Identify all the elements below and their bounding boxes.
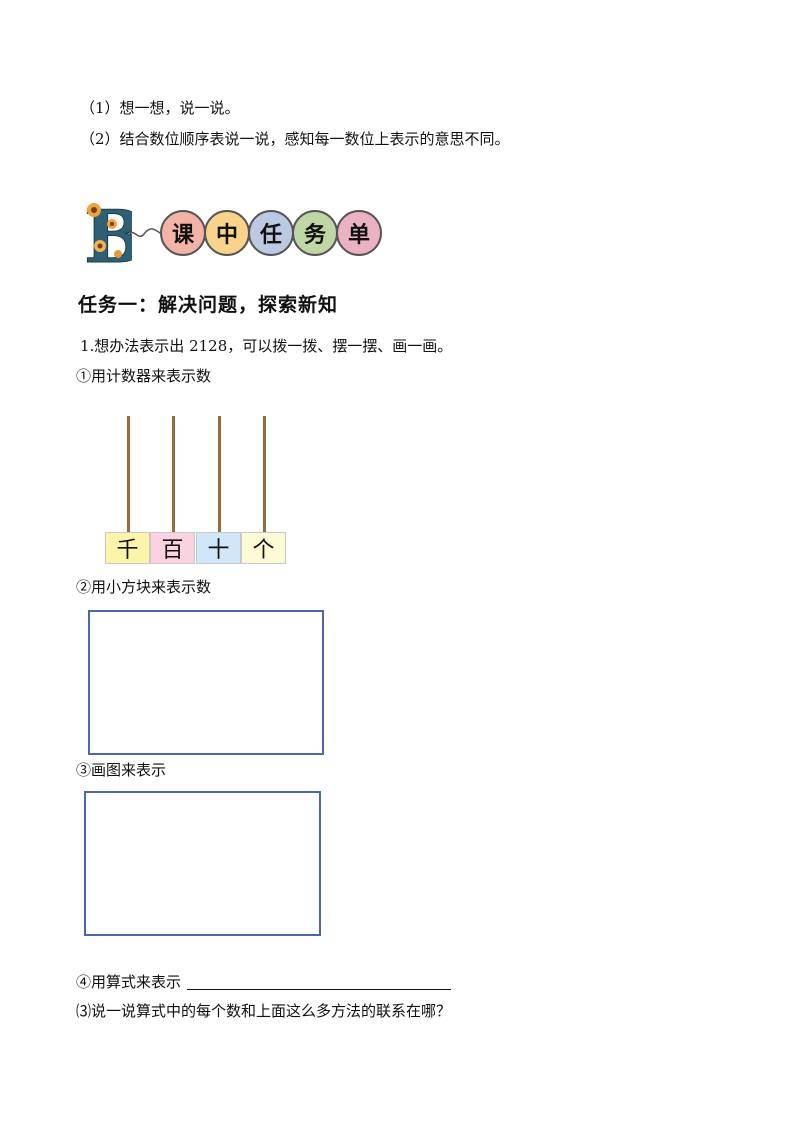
task1-heading: 任务一：解决问题，探索新知 [78,294,339,316]
equation-answer-line[interactable] [187,972,451,990]
intro-line-2: （2）结合数位顺序表说一说，感知每一数位上表示的意思不同。 [80,130,510,148]
intro-line-1: （1）想一想，说一说。 [80,99,240,117]
banner-char-2: 中 [204,210,250,256]
abacus-rod-hundreds [172,416,175,533]
drawing-answer-box[interactable] [84,791,321,936]
banner-letter-b-logo: B [84,196,133,268]
banner-char-4-label: 务 [303,223,326,248]
place-label-ones: 个 [252,538,275,563]
method-1-label: ①用计数器来表示数 [76,367,212,385]
banner-char-5-label: 单 [347,223,370,248]
task1-question-1: 1.想办法表示出 2128，可以拨一拨、摆一摆、画一画。 [80,337,453,355]
place-label-thousands: 千 [116,538,139,563]
abacus-rod-tens [218,416,221,533]
banner-char-3: 任 [248,210,294,256]
method-3-label: ③画图来表示 [76,761,167,779]
banner-char-2-label: 中 [215,223,238,248]
place-cell-thousands: 千 [105,532,150,564]
method-4-label: ④用算式来表示 [76,973,182,991]
banner-char-1: 课 [160,210,206,256]
place-cell-hundreds: 百 [150,532,195,564]
abacus-rod-thousands [127,416,130,533]
place-label-tens: 十 [207,538,230,563]
place-label-hundreds: 百 [161,538,184,563]
place-cell-tens: 十 [196,532,241,564]
place-cell-ones: 个 [241,532,286,564]
banner-char-3-label: 任 [259,223,282,248]
banner-char-5: 单 [336,210,382,256]
method-2-label: ②用小方块来表示数 [76,578,212,596]
abacus-rod-ones [263,416,266,533]
banner-connector-line [128,228,164,238]
task1-question-3: ⑶说一说算式中的每个数和上面这么多方法的联系在哪？ [76,1002,452,1020]
blocks-answer-box[interactable] [88,610,324,755]
banner-char-1-label: 课 [171,223,194,248]
banner-char-4: 务 [292,210,338,256]
